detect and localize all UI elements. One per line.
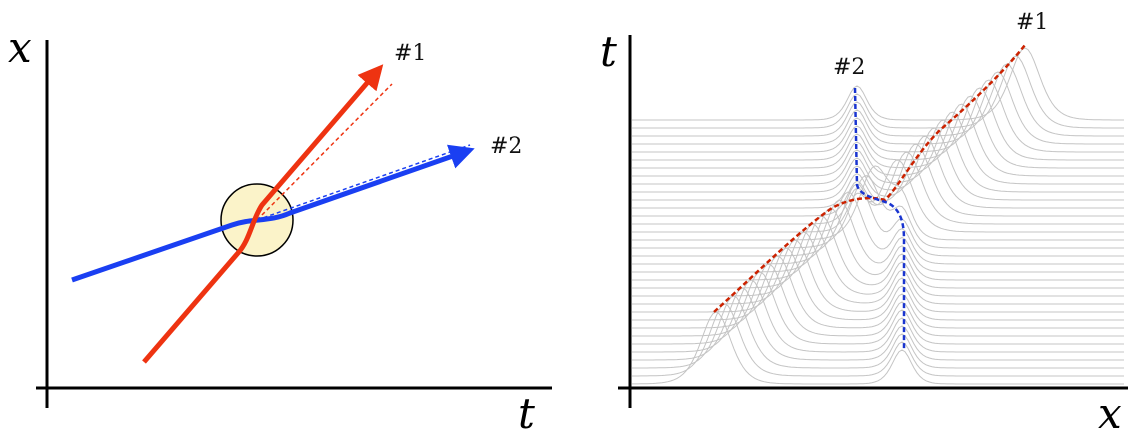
trajectory-2-label: #2 [490, 134, 522, 159]
profile-curve [632, 255, 1124, 329]
profile-curve [632, 183, 1124, 257]
profile-curve [632, 247, 1124, 321]
left-axis-t-label: t [518, 389, 535, 435]
trajectory-1-label: #1 [394, 41, 426, 66]
profile-curve [632, 199, 1124, 273]
profile-curve [632, 263, 1124, 337]
profile-curve [632, 71, 1124, 145]
right-panel: t x #2 #1 [600, 10, 1128, 435]
profile-curve [632, 223, 1124, 297]
profile-curve [632, 143, 1124, 217]
profile-curve [632, 47, 1124, 121]
profile-curve [632, 207, 1124, 281]
right-axis-x-label: x [1098, 389, 1122, 435]
profile-curve [632, 279, 1124, 353]
peak-1-label: #1 [1016, 10, 1048, 35]
left-panel: x t #1 #2 [8, 23, 552, 435]
profile-curve [632, 191, 1124, 265]
profile-curve [632, 111, 1124, 185]
profile-curve [632, 311, 1124, 385]
profile-curve [632, 295, 1124, 369]
profile-curve [632, 63, 1124, 137]
left-axis-x-label: x [8, 23, 32, 72]
profile-curve [632, 55, 1124, 129]
peak-1-track [713, 44, 1026, 313]
profile-curve [632, 231, 1124, 305]
trajectory-1-dashed-extension [256, 83, 393, 221]
peak-2-label: #2 [833, 55, 865, 80]
profile-curve [632, 239, 1124, 313]
profile-curve [632, 119, 1124, 193]
trajectory-2-dashed-extension [256, 144, 471, 221]
profile-curve [632, 95, 1124, 169]
profile-curve [632, 127, 1124, 201]
profile-curve [632, 87, 1124, 161]
trajectory-2-line [71, 144, 475, 283]
profile-curve [632, 215, 1124, 289]
soliton-profile-stack [632, 47, 1124, 385]
profile-curve [632, 165, 1124, 241]
profile-curve [632, 303, 1124, 377]
profile-curve [632, 79, 1124, 153]
trajectory-1-line [142, 64, 384, 364]
profile-curve [632, 103, 1124, 177]
profile-curve [632, 159, 1124, 233]
profile-curve [632, 271, 1124, 345]
right-axis-t-label: t [600, 27, 617, 76]
